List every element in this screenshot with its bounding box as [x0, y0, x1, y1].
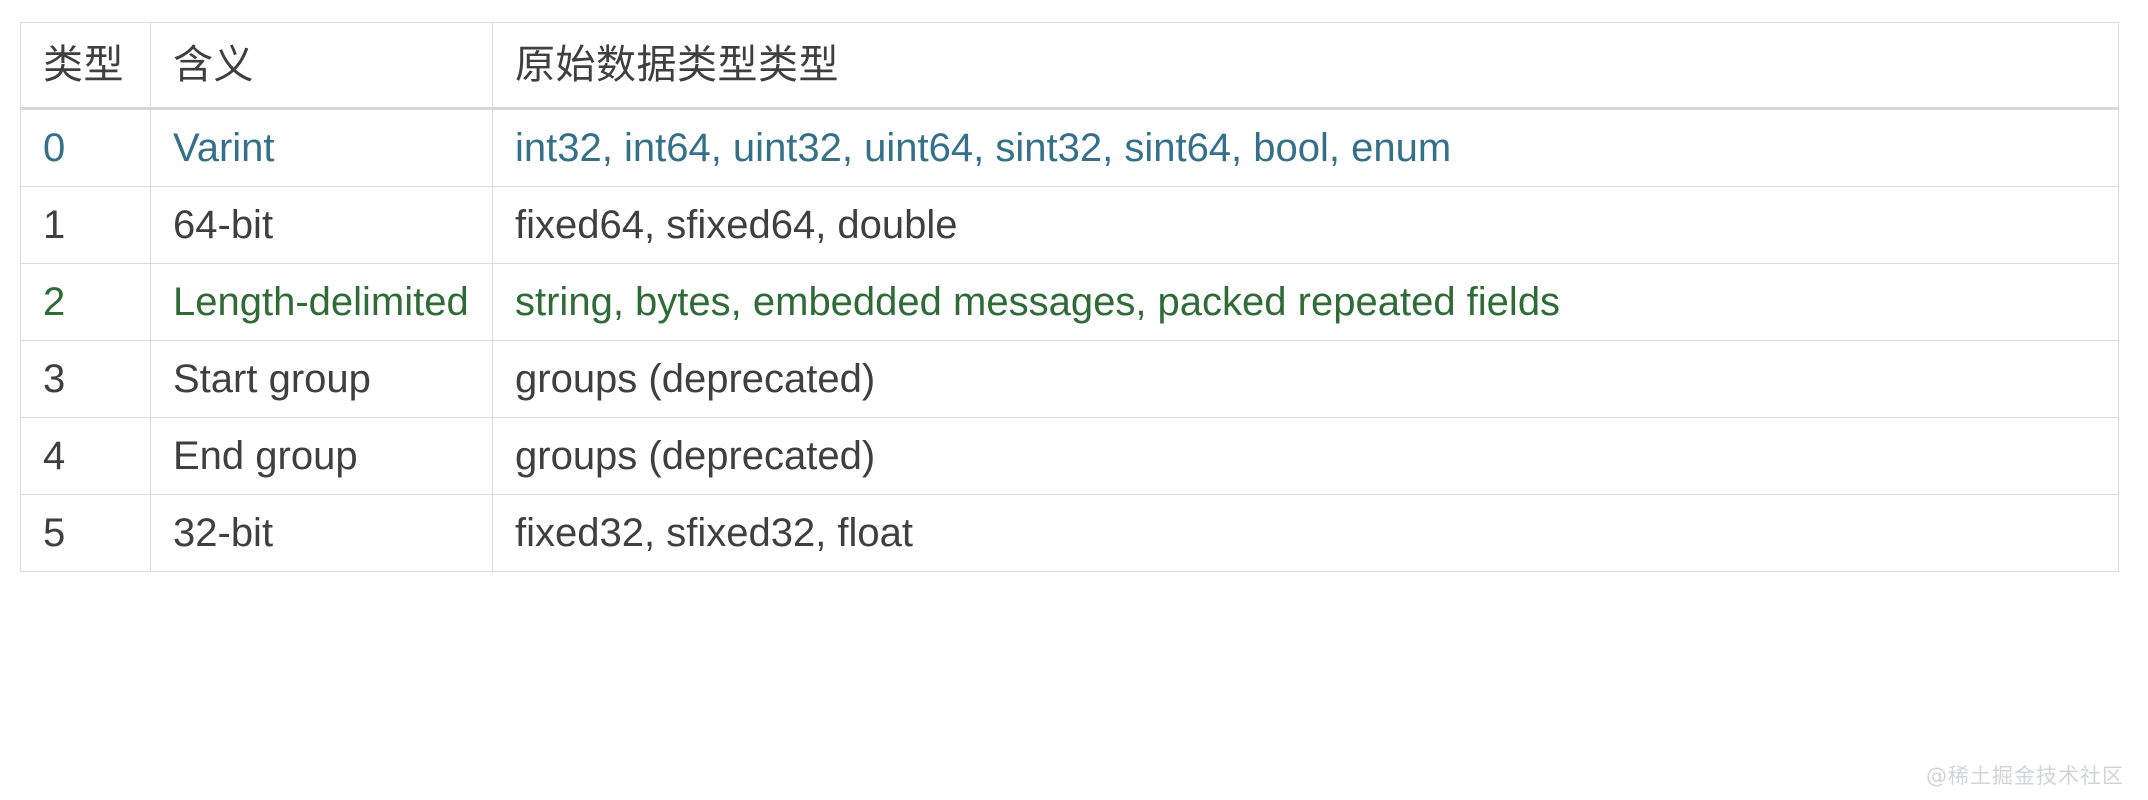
- table-row: 0 Varint int32, int64, uint32, uint64, s…: [20, 108, 2119, 187]
- cell-native: int32, int64, uint32, uint64, sint32, si…: [492, 108, 2119, 187]
- cell-meaning: Varint: [150, 108, 493, 187]
- table-row: 1 64-bit fixed64, sfixed64, double: [20, 186, 2119, 264]
- table-header: 类型 含义 原始数据类型类型: [20, 22, 2119, 110]
- column-header-type: 类型: [20, 22, 151, 110]
- table-row: 3 Start group groups (deprecated): [20, 340, 2119, 418]
- cell-type: 0: [20, 108, 151, 187]
- cell-type: 5: [20, 494, 151, 572]
- cell-meaning: Length-delimited: [150, 263, 493, 341]
- table-row: 2 Length-delimited string, bytes, embedd…: [20, 263, 2119, 341]
- cell-native: groups (deprecated): [492, 417, 2119, 495]
- cell-native: fixed64, sfixed64, double: [492, 186, 2119, 264]
- cell-native: fixed32, sfixed32, float: [492, 494, 2119, 572]
- cell-native: string, bytes, embedded messages, packed…: [492, 263, 2119, 341]
- column-header-native: 原始数据类型类型: [492, 22, 2119, 110]
- cell-type: 1: [20, 186, 151, 264]
- table-body: 0 Varint int32, int64, uint32, uint64, s…: [20, 108, 2119, 572]
- wire-type-table: 类型 含义 原始数据类型类型 0 Varint int32, int64, ui…: [20, 22, 2119, 572]
- table-row: 5 32-bit fixed32, sfixed32, float: [20, 494, 2119, 572]
- table-row: 4 End group groups (deprecated): [20, 417, 2119, 495]
- cell-type: 2: [20, 263, 151, 341]
- column-header-meaning: 含义: [150, 22, 493, 110]
- cell-native: groups (deprecated): [492, 340, 2119, 418]
- cell-meaning: Start group: [150, 340, 493, 418]
- cell-meaning: End group: [150, 417, 493, 495]
- cell-meaning: 32-bit: [150, 494, 493, 572]
- cell-type: 3: [20, 340, 151, 418]
- cell-type: 4: [20, 417, 151, 495]
- watermark: @稀土掘金技术社区: [1926, 764, 2124, 788]
- table-header-row: 类型 含义 原始数据类型类型: [20, 22, 2119, 110]
- wire-type-table-container: 类型 含义 原始数据类型类型 0 Varint int32, int64, ui…: [20, 22, 2119, 572]
- cell-meaning: 64-bit: [150, 186, 493, 264]
